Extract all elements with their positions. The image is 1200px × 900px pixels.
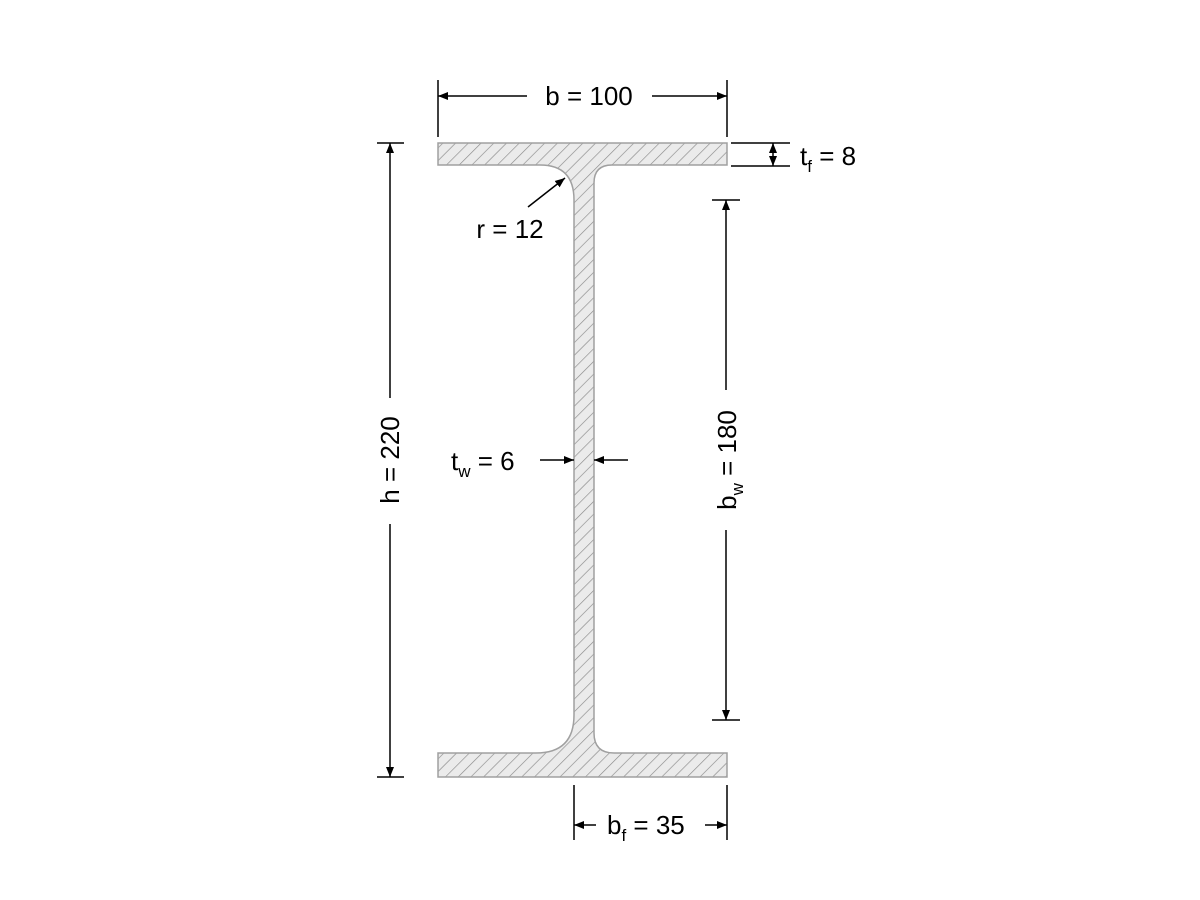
dimension-h: h = 220 [375, 142, 405, 778]
dimension-b: b = 100 [437, 80, 728, 137]
dimension-bw: bw = 180 [712, 199, 747, 721]
label-bf: bf = 35 [607, 810, 685, 845]
label-h: h = 220 [375, 416, 405, 504]
dimension-tf: tf = 8 [731, 141, 856, 176]
i-beam-section [437, 142, 728, 778]
label-bw: bw = 180 [712, 410, 747, 510]
dimension-tw: tw = 6 [451, 446, 628, 481]
label-tw: tw = 6 [451, 446, 515, 481]
label-b: b = 100 [545, 81, 633, 111]
label-tf: tf = 8 [800, 141, 856, 176]
label-r: r = 12 [476, 214, 543, 244]
dimension-r: r = 12 [476, 177, 566, 244]
dimension-bf: bf = 35 [573, 785, 728, 845]
